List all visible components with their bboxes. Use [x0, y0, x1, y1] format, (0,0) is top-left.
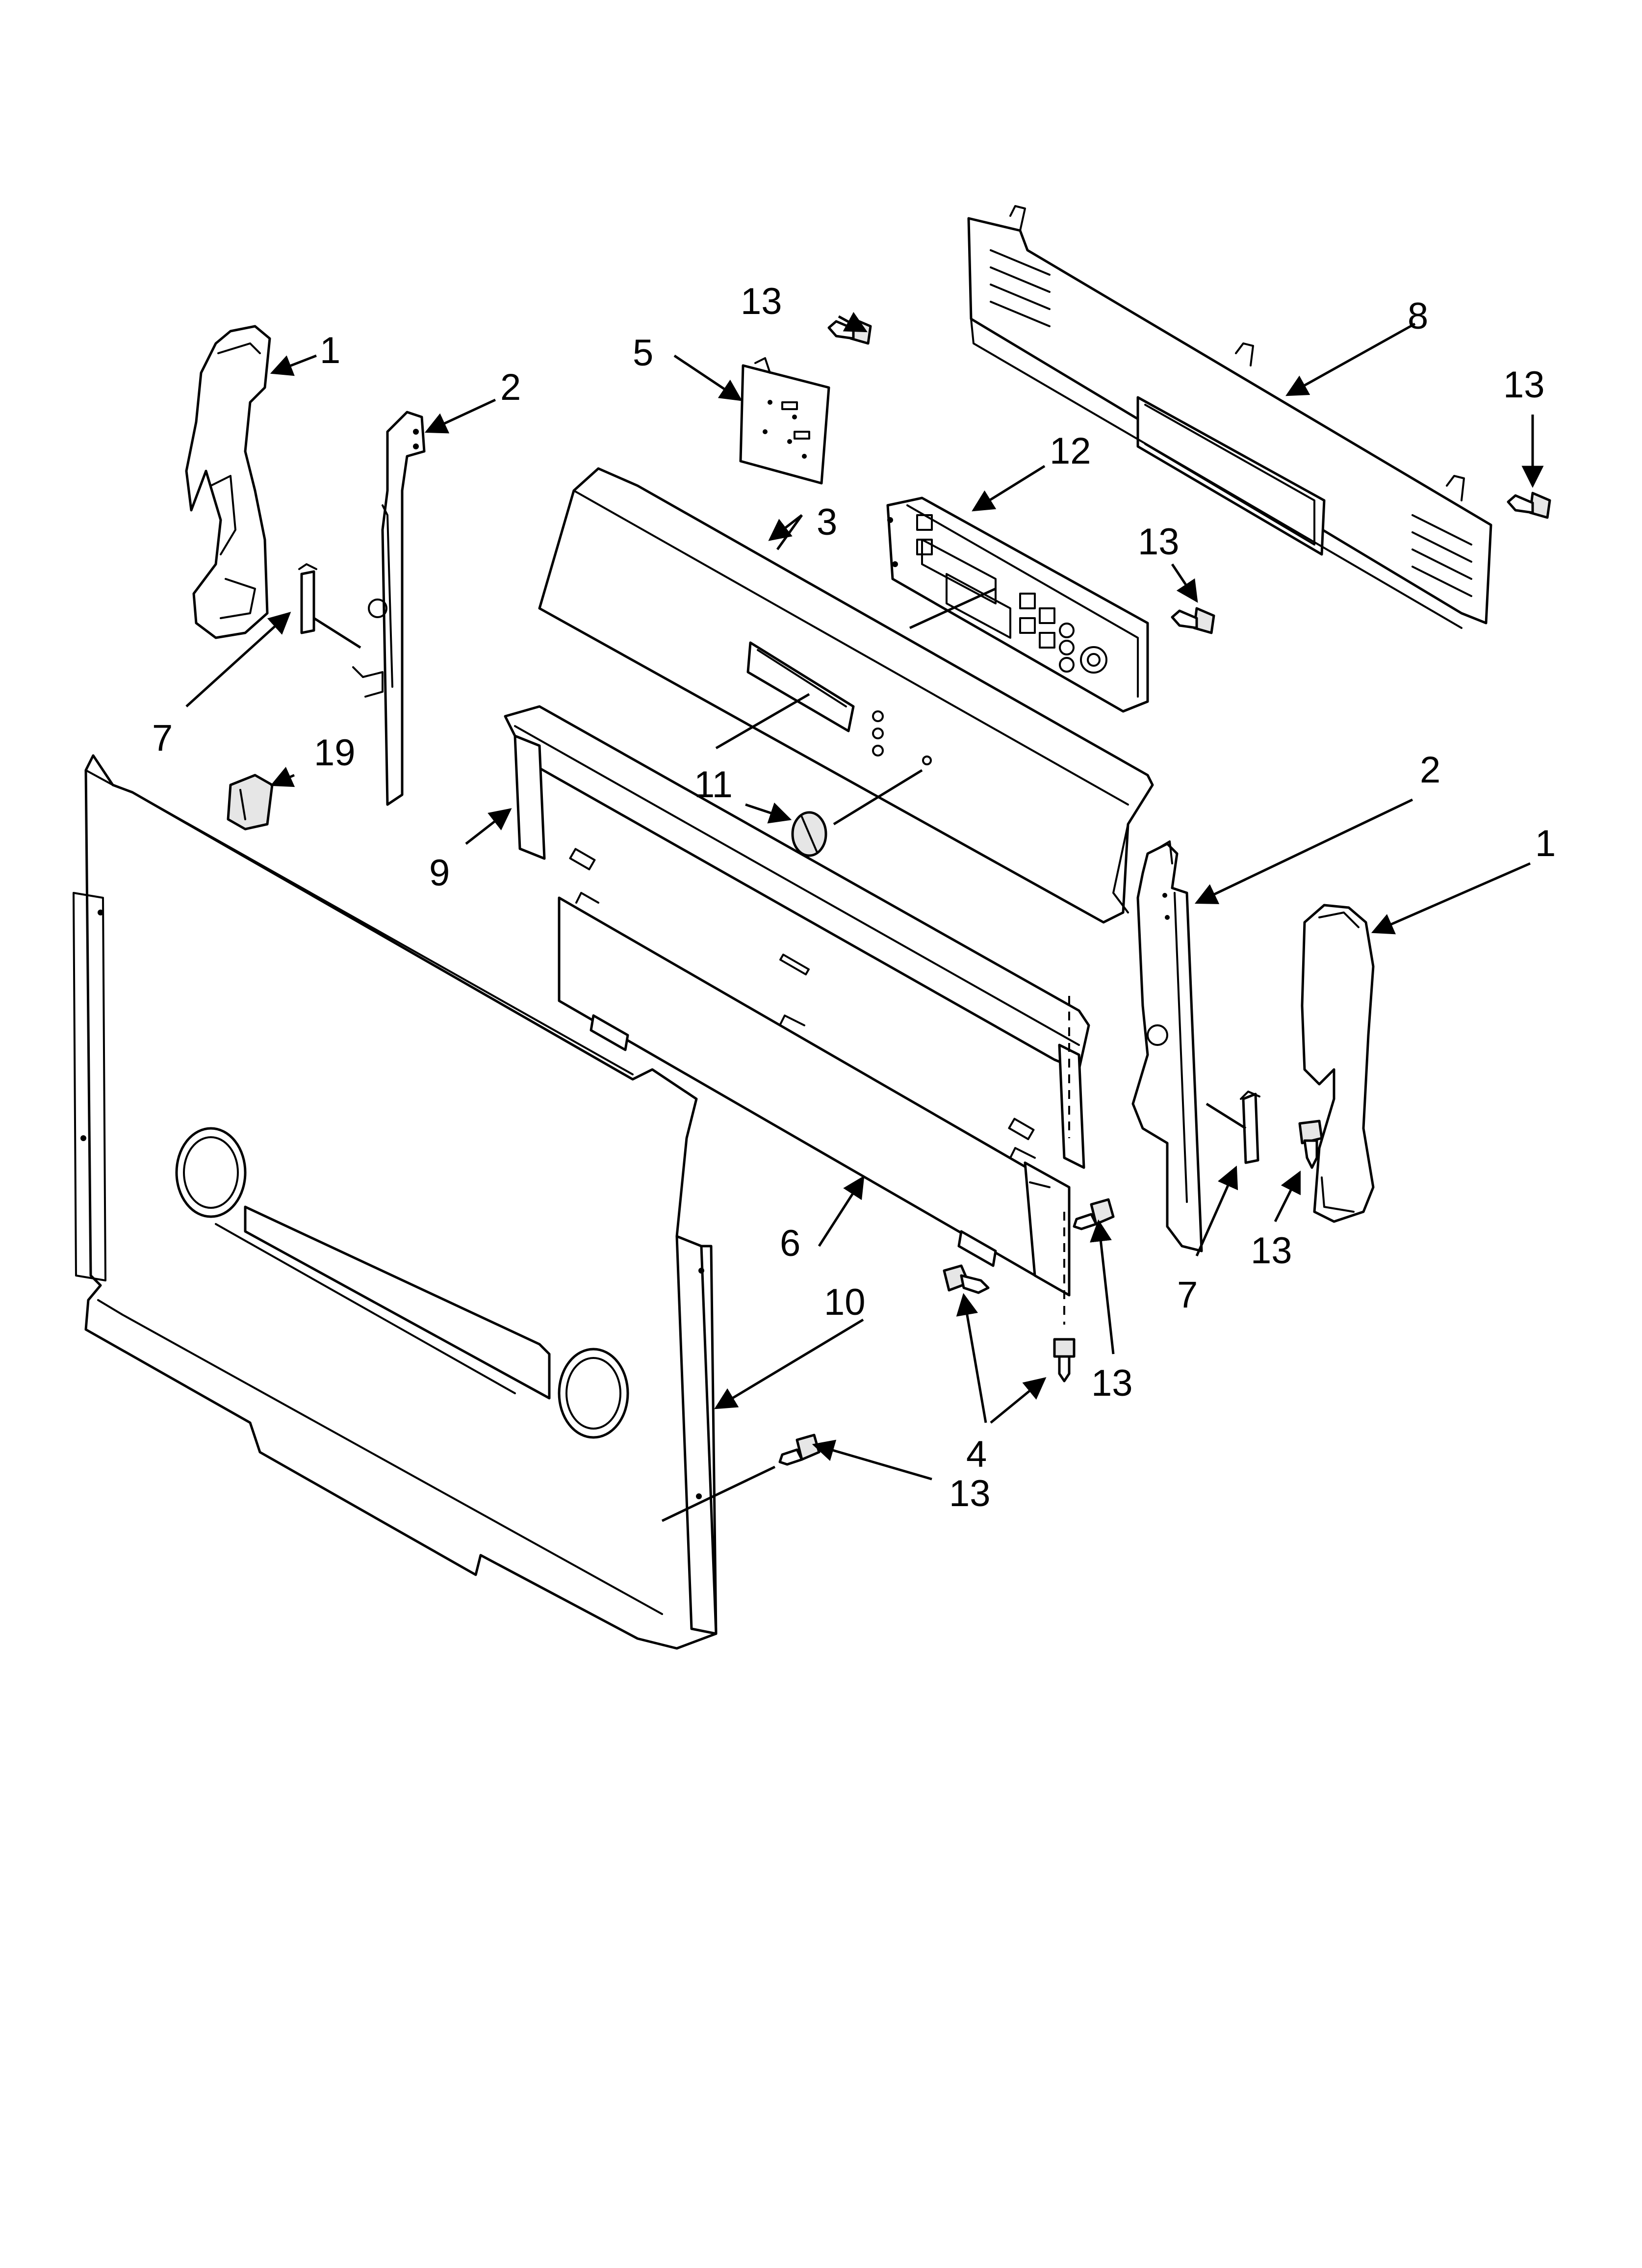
callout-13-clock: 13: [1138, 521, 1180, 563]
right-clip: [1240, 1091, 1260, 1164]
right-side-bracket: [1131, 840, 1203, 1252]
knob: [791, 811, 827, 857]
screw-bottom: [778, 1434, 821, 1466]
screw-part-4-b: [1053, 1338, 1076, 1382]
leader-lines: [185, 312, 1544, 1522]
left-clip: [298, 563, 317, 634]
callout-13-lower-mid: 13: [1091, 1362, 1133, 1404]
callout-3: 3: [817, 501, 837, 543]
callout-5: 5: [633, 332, 653, 374]
clock-control-board: [886, 496, 1149, 713]
lower-front-panel: [73, 754, 718, 1650]
access-panel: [558, 892, 1071, 1297]
callout-19: 19: [314, 732, 356, 774]
screw-right-mid: [1298, 1120, 1323, 1169]
left-side-bracket: [352, 411, 426, 806]
callout-1-left: 1: [320, 330, 340, 371]
callout-13-bottom: 13: [949, 1473, 991, 1514]
clip-19: [227, 774, 274, 831]
callout-11: 11: [694, 764, 733, 806]
callout-6: 6: [780, 1223, 800, 1264]
callout-2-left: 2: [500, 366, 521, 408]
callout-9: 9: [429, 852, 450, 894]
callout-4: 4: [966, 1434, 987, 1475]
rear-vent-panel: [967, 205, 1492, 629]
control-panel: [538, 467, 1154, 924]
callout-7-right: 7: [1177, 1274, 1198, 1316]
callout-2-right: 2: [1420, 749, 1440, 791]
callout-13-right-mid: 13: [1251, 1230, 1292, 1272]
left-side-trim: [185, 325, 271, 639]
callout-10: 10: [824, 1281, 866, 1323]
callout-7-left: 7: [152, 717, 173, 759]
screw-right-top: [1507, 492, 1551, 519]
screw-part-4-a: [943, 1264, 990, 1294]
right-side-trim: [1301, 904, 1375, 1223]
callout-13-top: 13: [741, 281, 782, 322]
mounting-plate: [739, 357, 830, 485]
manifold-frame: [504, 705, 1090, 1169]
callout-13-right-top: 13: [1503, 364, 1545, 406]
callout-1-right: 1: [1535, 823, 1556, 864]
callout-12: 12: [1050, 430, 1091, 472]
callout-8: 8: [1408, 295, 1428, 337]
screw-lower-mid: [1073, 1198, 1115, 1230]
screw-clock: [1171, 607, 1215, 634]
